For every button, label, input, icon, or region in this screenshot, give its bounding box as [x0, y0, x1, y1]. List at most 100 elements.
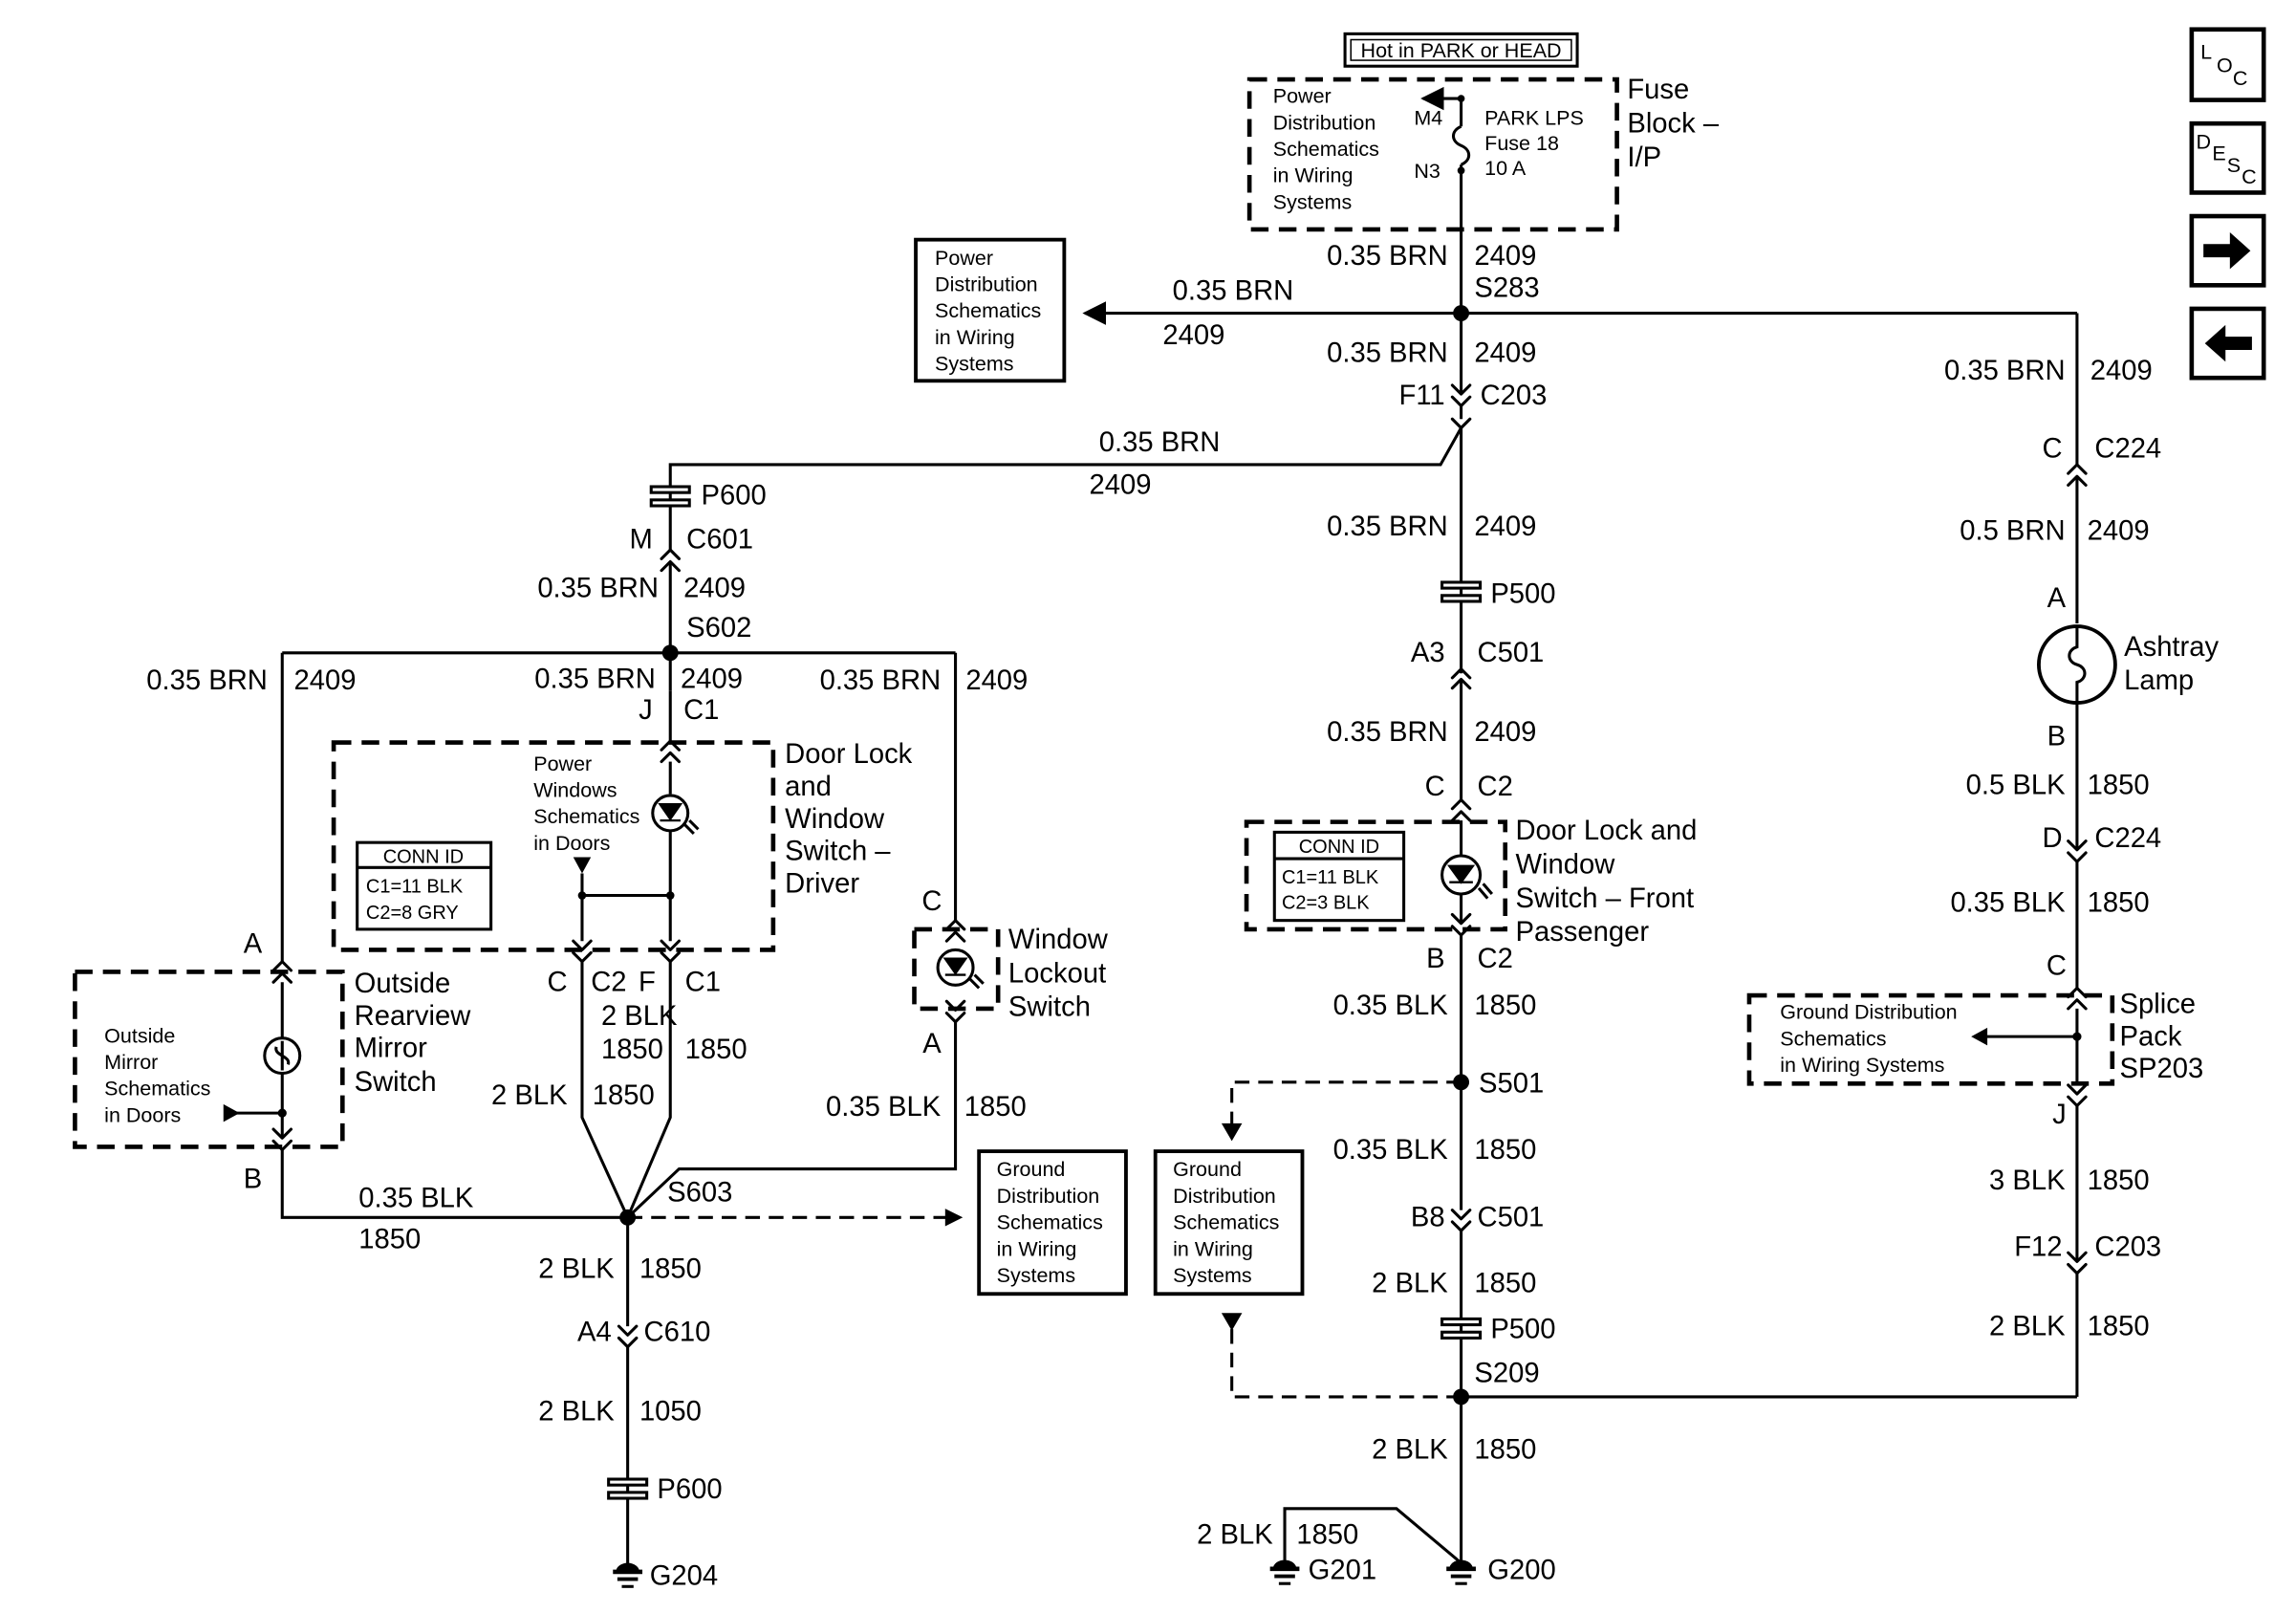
- wire-size-label: 0.35 BLK: [1333, 991, 1449, 1021]
- svg-text:C224: C224: [2094, 823, 2161, 854]
- wire-size-label: 0.35 BLK: [1950, 887, 2066, 918]
- svg-text:C501: C501: [1477, 1203, 1544, 1233]
- fuse-pin-m4: M4: [1414, 107, 1442, 130]
- connector-c203-f12: F12 C203: [2014, 1232, 2161, 1275]
- ground-distribution-ref-box-2[interactable]: Ground Distribution Schematics in Wiring…: [1153, 1149, 1305, 1297]
- svg-text:CONN ID: CONN ID: [383, 847, 464, 868]
- circuit-number-label: 2409: [681, 665, 743, 695]
- circuit-number-label: 1850: [1474, 1135, 1536, 1166]
- pass-through-p600-top: P600: [649, 480, 767, 511]
- connector-c224-c: C C224: [2042, 433, 2161, 488]
- svg-text:C2: C2: [1477, 944, 1512, 974]
- circuit-number-label: 2409: [1474, 241, 1536, 272]
- circuit-number-label: 1850: [1474, 1269, 1536, 1299]
- mirror-switch-title: Outside Rearview Mirror Switch: [355, 969, 479, 1098]
- driver-switch-dashed-outline: [331, 740, 776, 952]
- wire-size-label: 2 BLK: [491, 1080, 568, 1111]
- ashtray-lamp-title: Ashtray Lamp: [2124, 632, 2226, 696]
- arrow-left-icon: [2204, 324, 2252, 362]
- svg-text:G200: G200: [1487, 1556, 1555, 1586]
- loc-button[interactable]: L O C: [2189, 27, 2266, 102]
- desc-button-letter-s: S: [2227, 154, 2241, 177]
- loc-button-letter-o: O: [2217, 54, 2233, 76]
- lockout-switch-title: Window Lockout Switch: [1008, 925, 1116, 1023]
- connector-c501-b8: B8 C501: [1411, 1203, 1544, 1233]
- prev-page-button[interactable]: [2189, 306, 2266, 381]
- loc-button-letter-c: C: [2233, 67, 2248, 90]
- wire-size-label: 0.35 BRN: [1173, 276, 1294, 307]
- driver-switch-title: Door Lock and Window Switch – Driver: [785, 739, 920, 899]
- circuit-number-label: 2409: [294, 665, 357, 696]
- circuit-number-label: 1850: [2088, 1311, 2150, 1341]
- circuit-number-label: 2409: [1474, 512, 1536, 542]
- wire-size-label: 0.35 BRN: [1099, 427, 1221, 458]
- svg-text:C203: C203: [2094, 1232, 2161, 1262]
- svg-text:C2=3 BLK: C2=3 BLK: [1282, 892, 1370, 913]
- svg-text:A: A: [922, 1029, 942, 1059]
- circuit-number-label: 2409: [1474, 717, 1536, 748]
- wire-size-label: 2 BLK: [601, 1001, 678, 1032]
- wire-size-label: 2 BLK: [538, 1253, 615, 1284]
- power-distribution-ref-box[interactable]: Power Distribution Schematics in Wiring …: [914, 237, 1067, 383]
- svg-text:A4: A4: [577, 1317, 612, 1347]
- svg-text:2 BLK: 2 BLK: [1197, 1520, 1273, 1551]
- circuit-number-label: 1850: [2088, 887, 2150, 918]
- svg-text:C224: C224: [2094, 433, 2161, 464]
- svg-text:A: A: [2047, 583, 2067, 614]
- wire-size-label: 0.35 BRN: [820, 665, 942, 696]
- desc-button[interactable]: D E S C: [2189, 120, 2266, 195]
- fp-switch-title: Door Lock and Window Switch – Front Pass…: [1515, 816, 1704, 948]
- circuit-number-label: 2409: [683, 573, 746, 603]
- svg-text:CONN ID: CONN ID: [1299, 837, 1379, 858]
- ashtray-lamp: A B Ashtray Lamp: [2037, 583, 2226, 752]
- circuit-number-label: 2409: [1162, 320, 1224, 351]
- svg-text:F11: F11: [1399, 381, 1445, 411]
- svg-text:A: A: [244, 928, 263, 959]
- hot-in-park-label: Hot in PARK or HEAD: [1343, 32, 1579, 68]
- svg-text:C203: C203: [1481, 381, 1548, 411]
- circuit-number-label: 1850: [639, 1253, 702, 1284]
- circuit-number-label: 2409: [965, 665, 1028, 696]
- svg-text:B8: B8: [1411, 1203, 1445, 1233]
- circuit-number-label: 1850: [358, 1225, 421, 1255]
- svg-text:Ground Distribution: Ground Distribution Schematics in Wiring…: [997, 1158, 1109, 1287]
- wire-size-label: 0.35 BRN: [146, 665, 268, 696]
- svg-text:C1=11 BLK: C1=11 BLK: [1282, 867, 1379, 888]
- ground-distribution-ref-box-1[interactable]: Ground Distribution Schematics in Wiring…: [977, 1149, 1128, 1297]
- circuit-number-label: 1850: [2088, 770, 2150, 800]
- wire-size-label: 2 BLK: [1372, 1434, 1448, 1465]
- window-lockout-switch: C A Window Lockout Switch: [912, 886, 1116, 1059]
- svg-text:C2: C2: [591, 967, 626, 997]
- circuit-number-label: 1850: [1474, 991, 1536, 1021]
- circuit-2409-feed: 0.35 BRN 2409 S283 0.35 BRN 2409 0.35 BR…: [1082, 170, 2077, 395]
- splice-s603-label: S603: [667, 1177, 732, 1208]
- ground-g200: G200: [1446, 1556, 1556, 1586]
- svg-text:C610: C610: [644, 1317, 711, 1347]
- wire-size-label: 2 BLK: [538, 1397, 615, 1428]
- arrow-right-icon: [2203, 231, 2251, 270]
- splice-pack-title: Splice Pack SP203: [2120, 990, 2204, 1085]
- circuit-number-label: 1850: [1474, 1434, 1536, 1465]
- pass-through-p500-bottom: P500: [1440, 1314, 1556, 1344]
- svg-text:C2: C2: [1477, 772, 1512, 802]
- svg-text:A3: A3: [1411, 638, 1445, 668]
- splice-pack-dashed-outline: [1746, 992, 2115, 1086]
- wire-size-label: 0.35 BRN: [1327, 241, 1448, 272]
- svg-text:P600: P600: [702, 480, 767, 511]
- fuse-block-title: Fuse Block – I/P: [1627, 75, 1726, 173]
- svg-text:B: B: [244, 1165, 262, 1195]
- svg-text:F: F: [639, 967, 656, 997]
- svg-text:1850: 1850: [1296, 1520, 1358, 1551]
- svg-text:Power Distribution: Power Distribution Schematics in Wiring …: [935, 247, 1047, 376]
- wire-size-label: 0.35 BRN: [1944, 356, 2066, 386]
- circuit-number-label: 1850: [964, 1092, 1027, 1123]
- svg-text:Hot in PARK or HEAD: Hot in PARK or HEAD: [1361, 39, 1562, 62]
- connector-c601-m: M C601: [629, 525, 753, 573]
- circuit-number-label: 1850: [601, 1035, 663, 1065]
- fuse-block-power-ref: Power Distribution Schematics in Wiring …: [1273, 85, 1385, 214]
- circuit-number-label: 2409: [1474, 338, 1536, 368]
- fuse-icon: [1451, 124, 1471, 166]
- next-page-button[interactable]: [2189, 213, 2266, 288]
- svg-text:C: C: [1425, 772, 1445, 802]
